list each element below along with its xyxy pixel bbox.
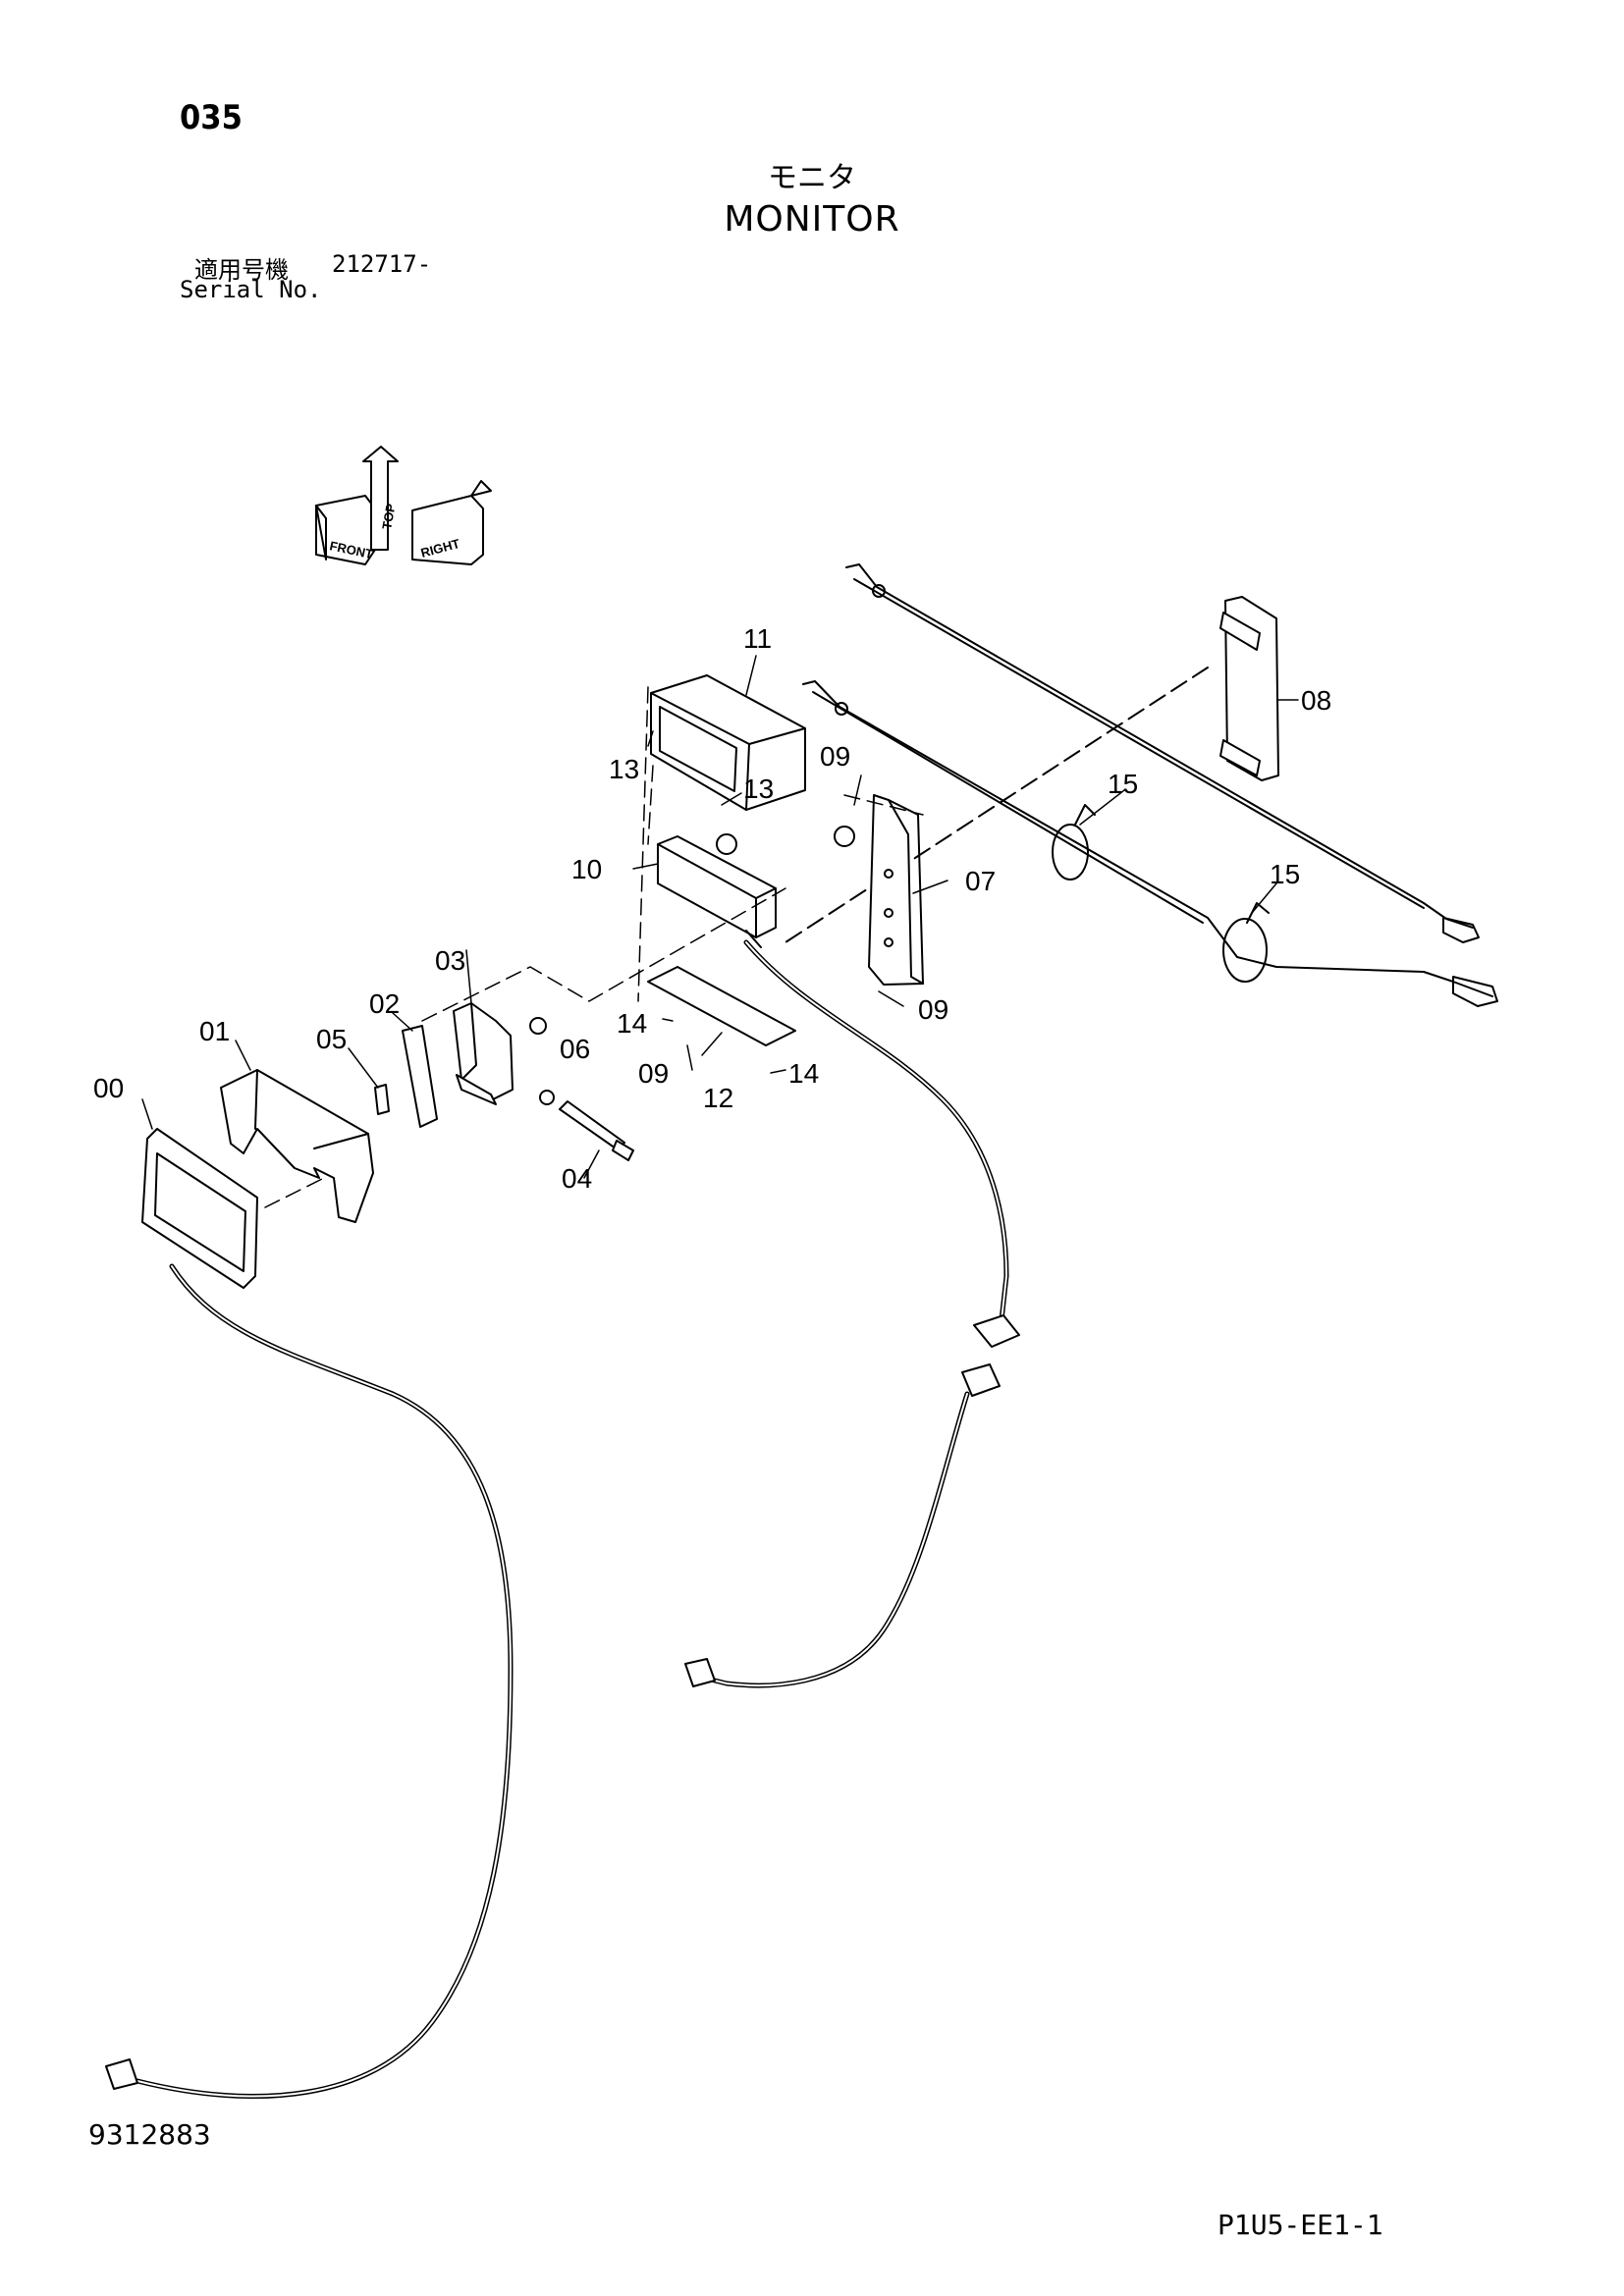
part-label-07: 07 <box>965 866 996 896</box>
part-label-12: 12 <box>703 1083 733 1113</box>
cable-tie-15b <box>1222 918 1268 983</box>
page-number: 035 <box>180 98 243 137</box>
part-07-bracket <box>834 794 924 986</box>
part-label-02: 02 <box>369 988 400 1019</box>
part-10-monitor-body <box>657 833 777 948</box>
part-12-plate <box>647 966 796 1046</box>
orientation-arrows-icon <box>315 446 492 565</box>
part-label-15-upper: 15 <box>1108 769 1138 799</box>
part-01-visor <box>220 1069 374 1223</box>
orientation-top-label: TOP <box>379 503 398 531</box>
part-label-01: 01 <box>199 1016 230 1046</box>
serial-label-japanese: 適用号機 <box>194 256 289 284</box>
part-label-13-upper: 13 <box>609 754 639 784</box>
part-00-monitor <box>141 1128 258 1289</box>
part-label-11: 11 <box>743 623 772 654</box>
serial-label-english: Serial No. <box>180 276 322 303</box>
harness-end-connector <box>684 1658 716 1687</box>
monitor-cable-connector <box>105 2058 138 2090</box>
title-japanese: モニタ <box>768 161 856 195</box>
part-label-10: 10 <box>571 854 602 884</box>
part-05-clip <box>374 1084 390 1115</box>
cable-tie-15a <box>1052 824 1089 881</box>
part-label-14-left: 14 <box>617 1008 647 1039</box>
part-label-09-top: 09 <box>820 741 850 772</box>
part-04-bolt <box>539 1090 634 1161</box>
part-label-15-lower: 15 <box>1270 859 1300 889</box>
serial-value: 212717- <box>332 250 432 278</box>
part-11-housing <box>650 674 806 811</box>
part-label-00: 00 <box>93 1073 124 1103</box>
monitor-cable <box>135 1263 514 2100</box>
part-label-14-right: 14 <box>788 1058 819 1089</box>
part-02-plate <box>402 1025 438 1128</box>
part-label-08: 08 <box>1301 685 1331 716</box>
part-label-03: 03 <box>435 945 465 976</box>
part-label-09-lower: 09 <box>638 1058 669 1089</box>
title-english: MONITOR <box>724 199 900 240</box>
part-06-nut <box>529 1017 547 1035</box>
harness-connector-b <box>961 1363 1001 1397</box>
part-label-04: 04 <box>562 1163 592 1194</box>
part-label-06: 06 <box>560 1034 590 1064</box>
part-label-09-right: 09 <box>918 994 948 1025</box>
harness-connector-a <box>973 1314 1020 1348</box>
tie-rod-lower <box>802 680 1498 1007</box>
part-08-bracket <box>785 596 1279 943</box>
drawing-number: 9312883 <box>88 2118 211 2151</box>
part-label-05: 05 <box>316 1024 347 1054</box>
tie-rod-upper <box>845 563 1480 943</box>
part-03-bracket <box>453 1002 514 1105</box>
sheet-code: P1U5-EE1-1 <box>1218 2209 1383 2241</box>
part-label-13-lower: 13 <box>743 774 774 804</box>
